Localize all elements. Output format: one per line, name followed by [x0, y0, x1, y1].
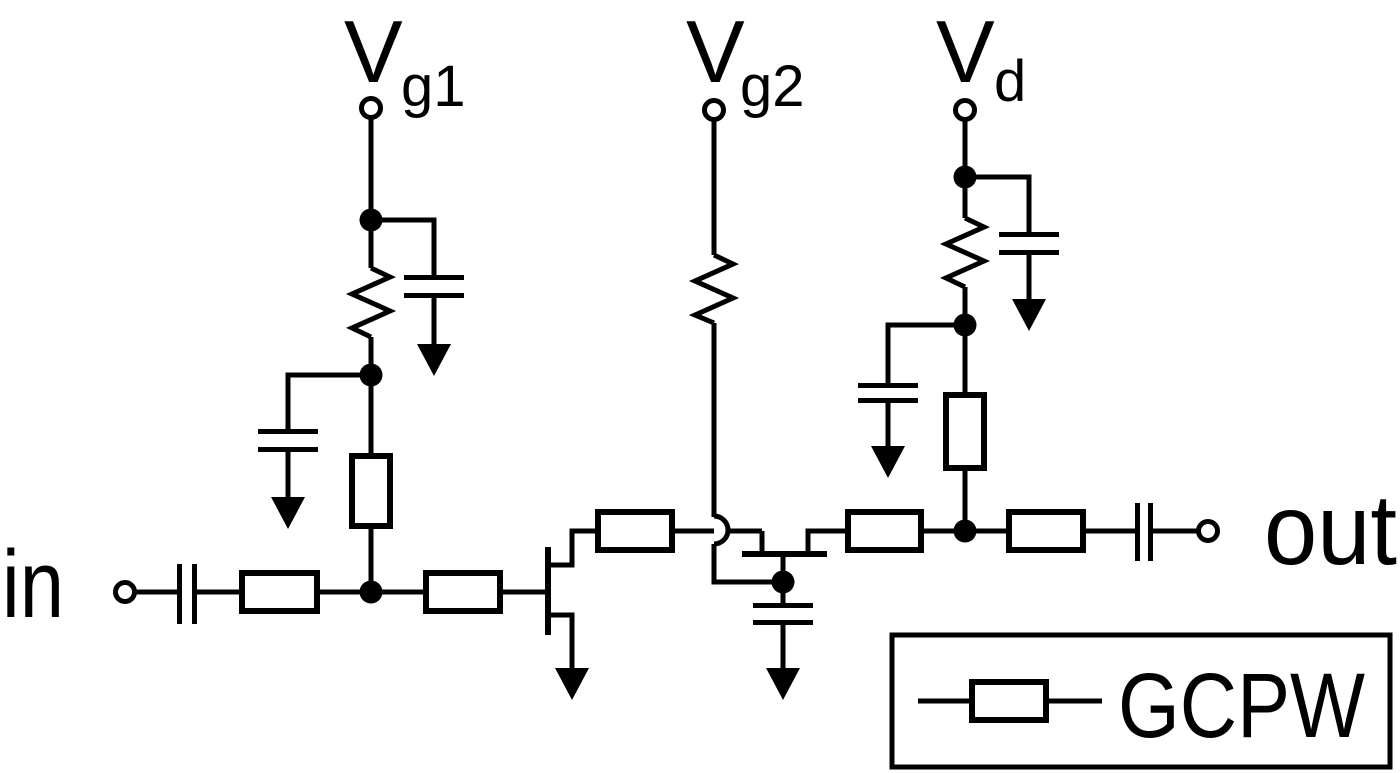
gate2-bypass-capacitor [753, 603, 813, 625]
ground-symbol [1012, 299, 1046, 331]
fet1-transistor [545, 528, 598, 700]
vg1-bias-network: Vg1 [258, 2, 466, 592]
junction-dot [359, 208, 383, 232]
vg2-gate-wire [711, 544, 783, 585]
ground-symbol [766, 668, 800, 700]
vg1-bypass-capacitor [404, 275, 464, 298]
legend-label: GCPW [1118, 655, 1365, 757]
vd-resistor [939, 215, 991, 290]
ground-symbol [417, 344, 451, 376]
gcpw-line-vertical [943, 392, 987, 471]
gcpw-line [1006, 509, 1086, 553]
gcpw-line [595, 509, 675, 553]
junction-dot [359, 363, 383, 387]
fet1-source-wire [550, 612, 575, 669]
interstage-network [595, 509, 762, 553]
gate1-bypass-capacitor [258, 429, 318, 452]
gate1-cap-branch-wire [285, 372, 371, 430]
output-network: out [845, 474, 1397, 586]
drain-cap-branch-wire [885, 322, 965, 384]
fet2-transistor [742, 528, 848, 582]
gcpw-line [423, 570, 503, 614]
vd-cap-branch-wire [965, 174, 1032, 233]
vd-bias-network: Vd [858, 2, 1059, 531]
fet1-drain-wire [550, 528, 598, 568]
vg2-resistor [688, 252, 740, 326]
legend: GCPW [889, 632, 1393, 770]
vg1-label: Vg1 [344, 2, 466, 119]
ground-symbol [271, 497, 305, 529]
junction-dot [953, 313, 977, 337]
vg1-terminal [359, 96, 383, 120]
input-network: in [2, 531, 546, 638]
input-dc-block-capacitor [177, 564, 197, 624]
vg2-bias-network: Vg2 [686, 2, 813, 700]
input-port-terminal [113, 580, 137, 604]
legend-gcpw-symbol [969, 679, 1049, 723]
gcpw-line-vertical [349, 453, 393, 529]
vd-bypass-capacitor [999, 232, 1059, 255]
fet2-drain-wire [805, 528, 848, 552]
gcpw-line [239, 570, 320, 614]
vg1-cap-branch-wire [371, 217, 437, 276]
output-dc-block-capacitor [1135, 503, 1153, 561]
gcpw-line [845, 509, 924, 553]
drain-bypass-capacitor [858, 383, 918, 403]
output-port-terminal [1196, 519, 1220, 543]
ground-symbol [555, 668, 589, 700]
vd-terminal [953, 98, 977, 122]
vg2-terminal [702, 98, 726, 122]
junction-dot [953, 165, 977, 189]
output-port-label: out [1264, 474, 1397, 586]
ground-symbol [871, 446, 905, 478]
input-port-label: in [2, 531, 64, 638]
vg1-resistor [345, 265, 397, 340]
wire-hop-crossover [713, 513, 731, 547]
vg2-label: Vg2 [686, 2, 805, 119]
vd-label: Vd [936, 2, 1026, 114]
